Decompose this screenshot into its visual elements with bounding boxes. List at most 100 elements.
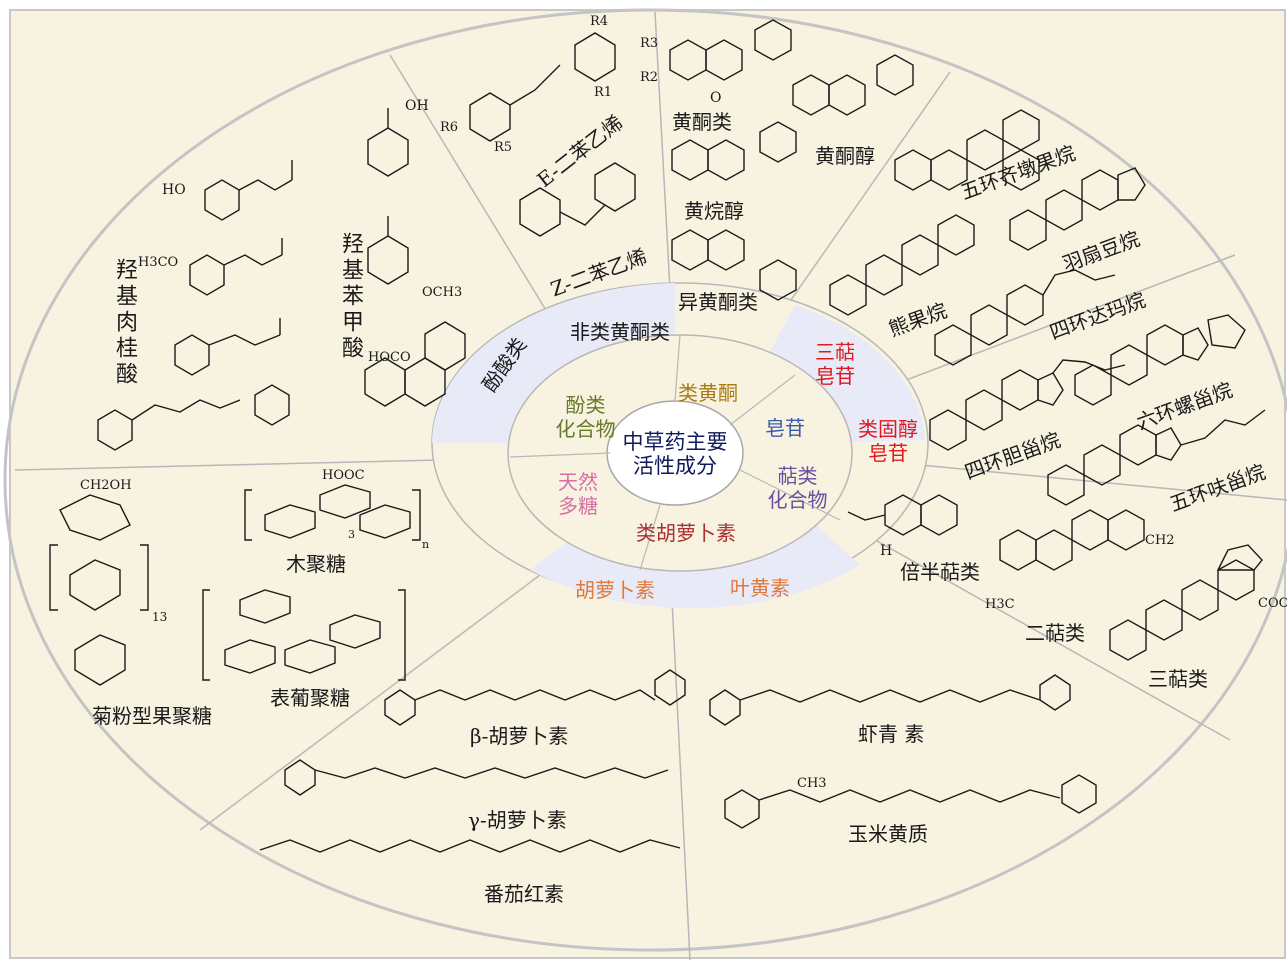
chem-label-r3: R3: [640, 36, 659, 51]
label-line: 酚类: [565, 393, 606, 417]
divider-line: [639, 504, 661, 571]
label-zeaxanthin: 玉米黄质: [848, 822, 928, 846]
label-line: 化合物: [767, 488, 828, 512]
chem-label-h3c: H3C: [985, 597, 1015, 612]
chem-label-ocH3: OCH3: [422, 285, 463, 300]
structure-oleanane: [894, 109, 1040, 191]
structure-inulin: [49, 494, 149, 686]
divider-line: [669, 559, 691, 960]
chem-label-r2: R2: [640, 70, 659, 85]
center-label-line1: 中草药主要: [622, 430, 728, 454]
inner-label-flavone-like: 类黄酮: [678, 381, 738, 405]
chem-label-oh: OH: [405, 98, 429, 114]
label-astaxanthin: 虾青 素: [858, 722, 925, 746]
structure-gallic-acid: [367, 108, 409, 177]
divider-line: [879, 254, 1236, 391]
chem-label-ch2: CH2: [1145, 533, 1175, 548]
chem-label-cooh: COOH: [1258, 596, 1287, 611]
structure-xylan: [244, 484, 421, 541]
center-label-line2: 活性成分: [633, 454, 717, 478]
chem-label-ch2oh: CH2OH: [80, 478, 132, 493]
structure-gamma-carotene: [284, 759, 669, 796]
divider-line: [729, 374, 796, 426]
chem-label-sub3: 3: [348, 528, 355, 541]
inner-label-terpene: 萜类 化合物: [755, 464, 840, 512]
label-line: 萜类: [777, 464, 818, 488]
inner-label-carotenoid-like: 类胡萝卜素: [636, 521, 736, 545]
structures: [49, 19, 1266, 853]
label-isoflavone: 异黄酮类: [678, 290, 758, 314]
label-glucan: 表葡聚糖: [270, 686, 350, 710]
middle-sector-saponin: [760, 305, 925, 442]
structure-beta-carotene: [384, 669, 686, 726]
structure-furostane: [1047, 409, 1266, 506]
inner-label-phenol: 酚类 化合物: [548, 393, 623, 441]
chem-label-sub13: 13: [152, 610, 168, 624]
label-hydroxybenzoic: 羟基苯甲酸: [338, 232, 363, 362]
label-hydroxycinnamic: 羟基肉桂酸: [112, 258, 137, 388]
structure-cholestane: [929, 359, 1126, 451]
divider-line: [14, 459, 441, 471]
chem-label-hooc: HOOC: [322, 468, 365, 483]
label-beta-carotene: β-胡萝卜素: [470, 724, 569, 748]
label-gamma-carotene: γ-胡萝卜素: [468, 808, 567, 832]
label-line: 皂苷: [815, 364, 855, 388]
label-triterpene: 三萜类: [1148, 667, 1208, 691]
label-line: 多糖: [558, 494, 598, 518]
label-flavanol: 黄烷醇: [684, 199, 744, 223]
outer-ellipse: [3, 8, 1287, 952]
label-diterpene: 二萜类: [1025, 621, 1085, 645]
structure-e-stilbene: [469, 32, 616, 142]
structure-carnosic-acid: [364, 321, 466, 407]
divider-line: [654, 11, 671, 291]
chem-label-r1: R1: [594, 85, 613, 100]
label-flavonol: 黄酮醇: [815, 144, 875, 168]
divider-line: [389, 54, 556, 326]
chem-label-r6: R6: [440, 120, 459, 135]
structure-flavonol: [792, 54, 914, 116]
structure-glucan: [202, 589, 406, 681]
structure-flavone: [669, 19, 792, 81]
label-line: 类固醇: [858, 417, 918, 441]
label-inulin: 菊粉型果聚糖: [92, 704, 212, 728]
chem-label-ho: HO: [162, 182, 186, 198]
divider-line: [509, 452, 611, 458]
chem-label-n: n: [422, 538, 430, 551]
middle-label-xanthophyll: 叶黄素: [730, 576, 790, 600]
label-line: 皂苷: [868, 441, 908, 465]
chem-label-o: O: [710, 90, 722, 106]
chem-label-hoco: HOCO: [368, 350, 411, 365]
chem-label-ch3: CH3: [797, 776, 827, 791]
divider-line: [839, 519, 1231, 741]
chem-label-r5: R5: [494, 140, 513, 155]
structure-isoflavone: [671, 229, 797, 301]
structure-ursane: [829, 214, 975, 316]
label-xylan: 木聚糖: [286, 552, 346, 576]
divider-line: [739, 469, 841, 521]
middle-sector-phenolic: [432, 302, 610, 443]
structure-astaxanthin: [709, 674, 1071, 726]
structure-z-stilbene: [519, 162, 636, 237]
middle-label-nonflavonoid: 非类黄酮类: [570, 320, 670, 344]
divider-line: [199, 544, 581, 831]
inner-label-polysaccharide: 天然 多糖: [548, 470, 608, 518]
middle-label-triterpene-saponin: 三萜 皂苷: [805, 340, 865, 388]
center-label: 中草药主要 活性成分: [615, 430, 735, 478]
structure-rosmarinic-acid: [97, 384, 290, 451]
structure-lycopene: [259, 839, 681, 853]
structure-sesquiterpene: [847, 494, 958, 536]
structure-caffeic-acid: [204, 160, 293, 221]
label-line: 天然: [558, 470, 598, 494]
middle-label-carotene: 胡萝卜素: [575, 578, 655, 602]
chem-label-r4: R4: [590, 14, 609, 29]
structure-vanillic-acid: [367, 216, 409, 285]
label-line: 三萜: [815, 340, 855, 364]
inner-label-saponin: 皂苷: [765, 416, 805, 440]
structure-lupane: [1009, 167, 1146, 251]
chem-label-h: H: [880, 543, 893, 559]
structure-diterpene: [999, 509, 1145, 571]
label-line: 化合物: [555, 417, 616, 441]
divider-line: [919, 464, 1287, 501]
